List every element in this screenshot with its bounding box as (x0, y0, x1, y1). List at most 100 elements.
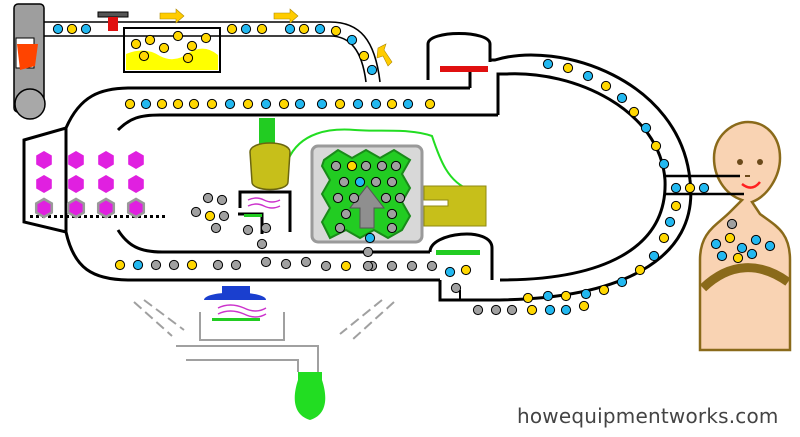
gas-molecule (284, 23, 296, 35)
gas-molecule (186, 40, 198, 52)
gas-molecule (210, 222, 222, 234)
gas-molecule (724, 232, 736, 244)
gas-molecule (168, 259, 180, 271)
gas-molecule (580, 288, 592, 300)
gas-molecule (366, 64, 378, 76)
gas-molecule (600, 80, 612, 92)
gas-molecule (354, 176, 366, 188)
gas-molecule (138, 50, 150, 62)
gas-molecule (242, 224, 254, 236)
gas-molecule (114, 259, 126, 271)
gas-molecule (460, 264, 472, 276)
gas-molecule (260, 222, 272, 234)
gas-molecule (736, 242, 748, 254)
gas-molecule (202, 192, 214, 204)
gas-molecule (182, 52, 194, 64)
gas-molecule (348, 192, 360, 204)
gas-molecule (370, 176, 382, 188)
gas-molecule (334, 98, 346, 110)
gas-molecule (230, 259, 242, 271)
gas-molecule (364, 232, 376, 244)
gas-molecule (376, 160, 388, 172)
gas-molecules (52, 23, 776, 316)
gas-molecule (732, 252, 744, 264)
gas-molecule (542, 290, 554, 302)
gas-molecule (186, 259, 198, 271)
gas-molecule (132, 259, 144, 271)
gas-molecule (144, 34, 156, 46)
gas-molecule (212, 259, 224, 271)
patient (665, 120, 792, 352)
gas-molecule (616, 276, 628, 288)
gas-molecule (256, 23, 268, 35)
gas-molecule (340, 208, 352, 220)
gas-molecule (320, 260, 332, 272)
vaporizer (123, 27, 221, 73)
absorbent-granule (66, 197, 86, 219)
gas-molecule (340, 260, 352, 272)
exhaust-outlet (294, 372, 326, 420)
flowmeter-float (17, 44, 38, 70)
apl-valve (238, 118, 292, 234)
gas-molecule (316, 98, 328, 110)
scavenger (133, 299, 395, 372)
gas-molecule (358, 50, 370, 62)
absorbent-granule (96, 197, 116, 219)
gas-molecule (386, 208, 398, 220)
gas-molecule (424, 98, 436, 110)
absorbent-granule (36, 151, 52, 169)
gas-molecule (206, 98, 218, 110)
gas-molecule (402, 98, 414, 110)
reservoir-absorbent (34, 151, 146, 219)
expiratory-valve (428, 232, 494, 302)
absorbent-granule (34, 197, 54, 219)
gas-molecule (640, 122, 652, 134)
gas-molecule (578, 300, 590, 312)
gas-molecule (278, 98, 290, 110)
gas-molecule (156, 98, 168, 110)
gas-molecule (124, 98, 136, 110)
gas-molecule (188, 98, 200, 110)
gas-molecule (634, 264, 646, 276)
gas-molecule (352, 98, 364, 110)
gas-molecule (628, 106, 640, 118)
gas-molecule (560, 304, 572, 316)
circuit-tube (64, 86, 498, 282)
vaporizer-liquid (126, 48, 218, 70)
gas-molecule (698, 182, 710, 194)
gas-molecule (172, 30, 184, 42)
gas-molecule (330, 160, 342, 172)
absorbent-granule (68, 151, 84, 169)
gas-molecule (218, 210, 230, 222)
fresh-gas-valve (97, 11, 129, 31)
gas-molecule (300, 256, 312, 268)
absorbent-granule (128, 175, 144, 193)
gas-molecule (658, 232, 670, 244)
gas-molecule (506, 304, 518, 316)
gas-molecule (360, 160, 372, 172)
gas-molecule (216, 194, 228, 206)
absorbent-granule (126, 197, 146, 219)
gas-molecule (280, 258, 292, 270)
gas-molecule (764, 240, 776, 252)
gas-molecule (140, 98, 152, 110)
absorber-canister (310, 144, 424, 244)
gas-molecule (314, 23, 326, 35)
gas-molecule (240, 23, 252, 35)
gas-molecule (242, 98, 254, 110)
gas-molecule (716, 250, 728, 262)
scavenger-valve (204, 286, 267, 321)
gas-molecule (450, 282, 462, 294)
gas-molecule (526, 304, 538, 316)
gas-molecule (386, 98, 398, 110)
gas-molecule (256, 238, 268, 250)
inspiratory-valve (426, 32, 492, 80)
gas-molecule (346, 34, 358, 46)
flow-arrow-icon (159, 8, 393, 67)
gas-molecule (394, 192, 406, 204)
gas-molecule (260, 98, 272, 110)
absorbent-granule (98, 175, 114, 193)
gas-molecule (664, 216, 676, 228)
gas-molecule (190, 206, 202, 218)
